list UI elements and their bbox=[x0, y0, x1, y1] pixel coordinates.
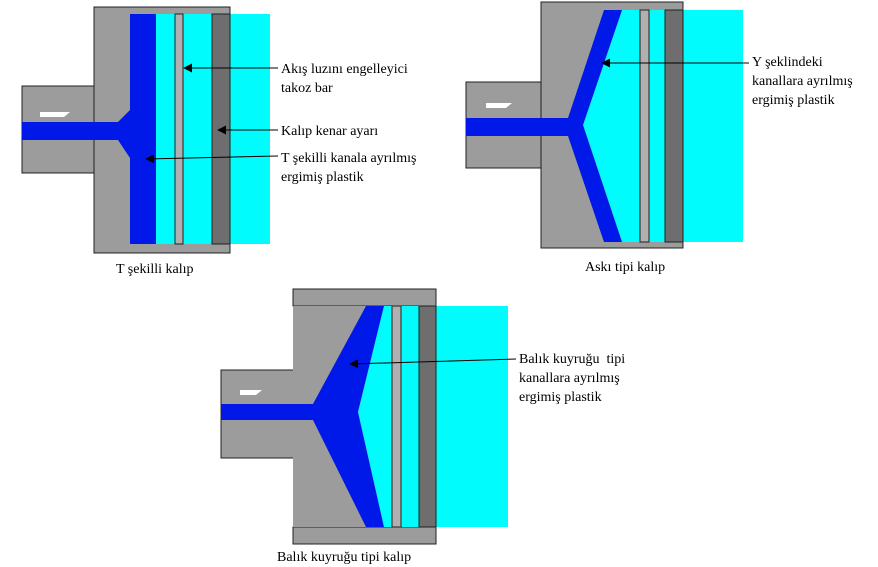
fishtail-die-channel bbox=[221, 306, 384, 527]
coat-hanger-die-restrictor-bar bbox=[639, 9, 650, 243]
fishtail-die-arrow bbox=[349, 358, 517, 369]
t-die-label-channel-line1: T şekilli kanala ayrılmış bbox=[281, 151, 416, 166]
coat-hanger-die-inlet-notch bbox=[486, 103, 512, 108]
t-die-inlet-channel bbox=[22, 110, 130, 158]
fishtail-die-label-line1: Balık kuyruğu tipi bbox=[519, 352, 625, 367]
coat-hanger-die-label-line2: kanallara ayrılmış bbox=[752, 74, 853, 89]
fishtail-die-fill bbox=[358, 306, 420, 527]
fishtail-die: Balık kuyruğu tipi kanallara ayrılmış er… bbox=[220, 288, 625, 565]
coat-hanger-die-y-channel bbox=[466, 10, 622, 242]
coat-hanger-die-label-line1: Y şeklindeki bbox=[752, 55, 823, 70]
coat-hanger-die-caption: Askı tipi kalıp bbox=[585, 260, 665, 275]
coat-hanger-die-y-fill bbox=[583, 10, 640, 242]
fishtail-die-restrictor-bar bbox=[391, 305, 402, 528]
t-die-label-lip: Kalıp kenar ayarı bbox=[281, 124, 378, 139]
t-die-arrow-channel bbox=[145, 154, 279, 164]
fishtail-die-label-line3: ergimiş plastik bbox=[519, 390, 602, 405]
fishtail-die-melt-sheet bbox=[436, 306, 508, 527]
fishtail-die-bottom-plate bbox=[292, 526, 437, 545]
coat-hanger-die-label-line3: ergimiş plastik bbox=[752, 93, 835, 108]
t-die-t-channel bbox=[130, 14, 156, 244]
coat-hanger-die: Y şeklindeki kanallara ayrılmış ergimiş … bbox=[465, 1, 853, 275]
t-die-inlet-notch bbox=[40, 112, 70, 117]
fishtail-die-inlet-notch bbox=[240, 390, 262, 395]
fishtail-die-caption: Balık kuyruğu tipi kalıp bbox=[277, 550, 411, 565]
t-die-caption: T şekilli kalıp bbox=[116, 262, 194, 277]
fishtail-die-lip bbox=[418, 305, 437, 528]
t-die-label-channel-line2: ergimiş plastik bbox=[281, 170, 364, 185]
t-die-label-bar-line2: takoz bar bbox=[281, 81, 333, 96]
fishtail-die-label-line2: kanallara ayrılmış bbox=[519, 371, 620, 386]
t-die: Akış luzını engelleyici takoz bar Kalıp … bbox=[21, 6, 416, 277]
t-die-restrictor-bar bbox=[174, 13, 184, 245]
t-die-lip bbox=[211, 13, 231, 245]
fishtail-die-top-plate bbox=[292, 288, 437, 307]
coat-hanger-die-lip bbox=[664, 9, 684, 243]
t-die-label-bar-line1: Akış luzını engelleyici bbox=[281, 62, 408, 77]
